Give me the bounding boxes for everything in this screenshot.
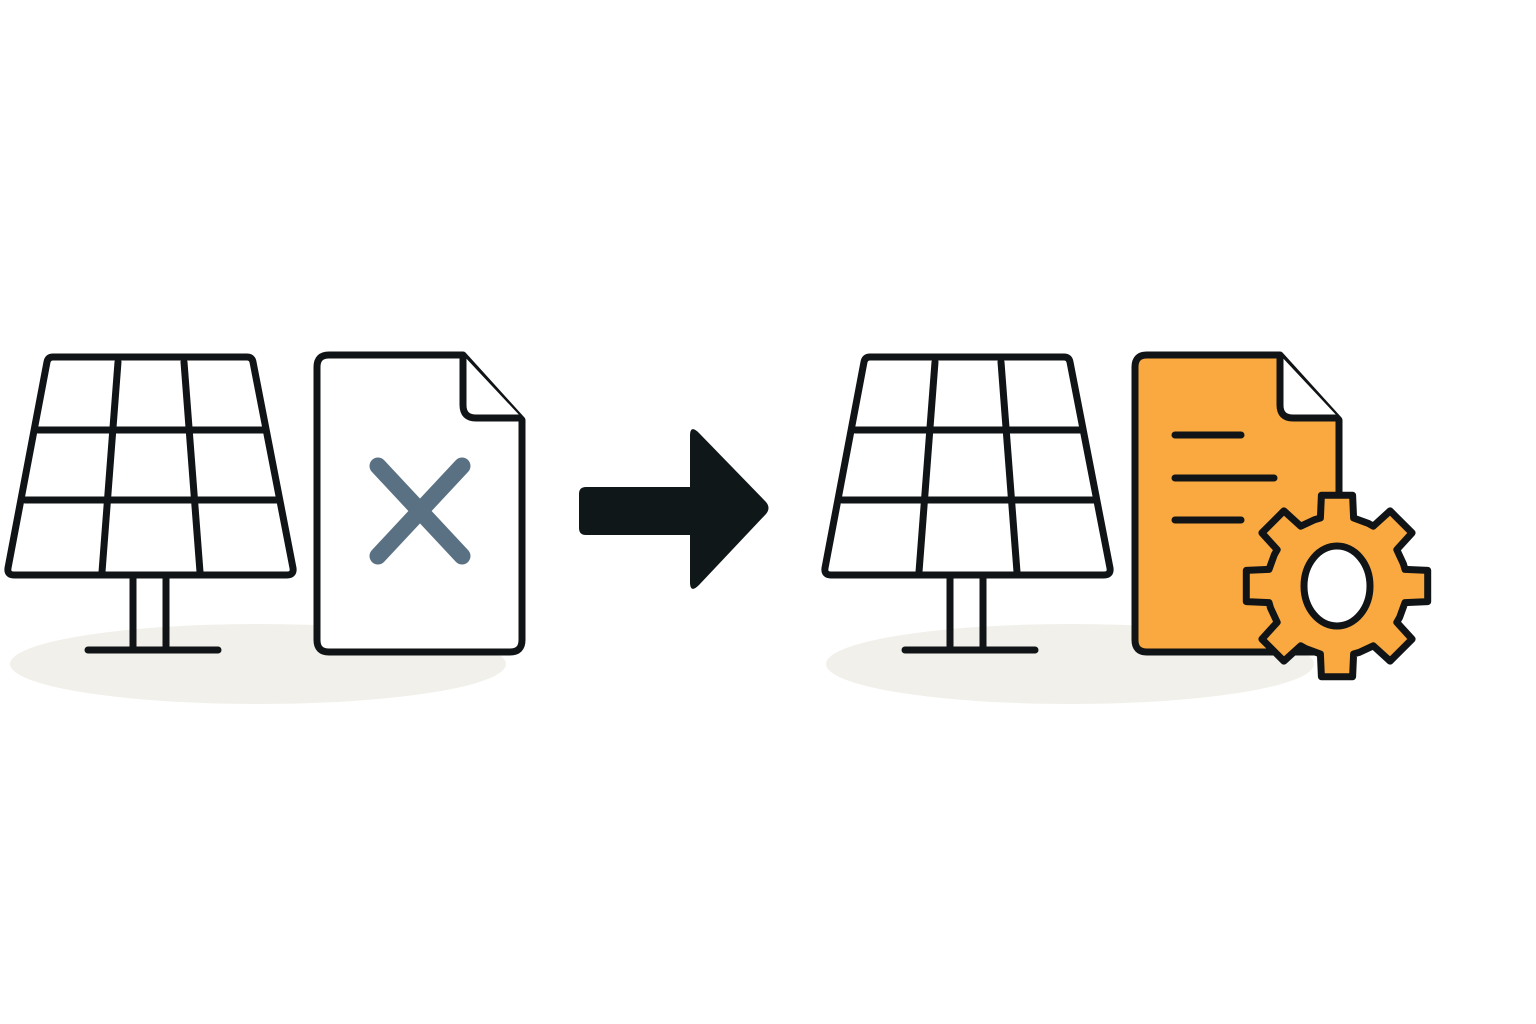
panel-line bbox=[98, 358, 122, 576]
right-group bbox=[821, 351, 1432, 704]
x-mark-icon bbox=[369, 457, 471, 565]
panel-line bbox=[180, 358, 204, 576]
left-group bbox=[4, 351, 526, 704]
right-arrow-icon bbox=[579, 429, 769, 589]
panel-frame bbox=[821, 353, 1114, 579]
panel-line bbox=[997, 358, 1021, 576]
gear-icon bbox=[1242, 491, 1432, 681]
solar-panel-icon bbox=[821, 353, 1114, 654]
panel-line bbox=[915, 358, 939, 576]
panel-frame bbox=[4, 353, 297, 579]
solar-panel-icon bbox=[4, 353, 297, 654]
invalid-document-icon bbox=[313, 351, 526, 656]
